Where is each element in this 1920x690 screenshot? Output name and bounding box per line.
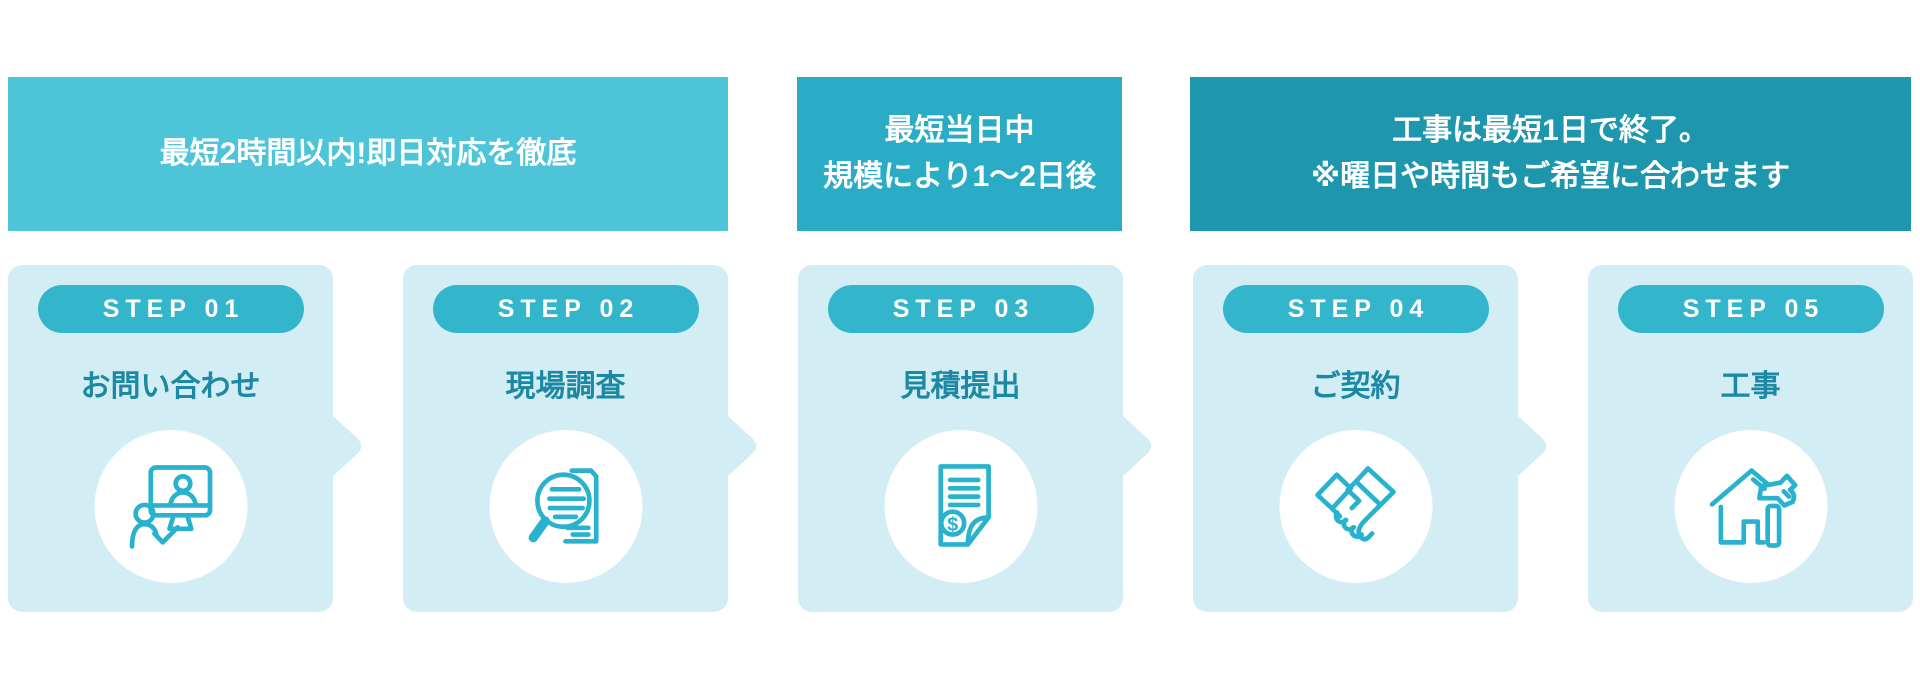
step-badge: STEP 04 bbox=[1222, 285, 1489, 333]
banner-step-3-note: 最短当日中 規模により1〜2日後 bbox=[797, 77, 1122, 231]
step-badge: STEP 03 bbox=[827, 285, 1094, 333]
step-card-1: STEP 01 お問い合わせ bbox=[8, 265, 362, 612]
arrow-right-icon bbox=[1122, 415, 1152, 477]
step-badge: STEP 02 bbox=[432, 285, 699, 333]
banner-text-line: 最短当日中 bbox=[884, 114, 1035, 147]
banner-text-line: 工事は最短1日で終了。 bbox=[1392, 114, 1709, 147]
banner-text-line: ※曜日や時間もご希望に合わせます bbox=[1310, 160, 1791, 193]
banner-steps-4-5-note: 工事は最短1日で終了。 ※曜日や時間もご希望に合わせます bbox=[1190, 77, 1911, 231]
step-badge: STEP 05 bbox=[1617, 285, 1884, 333]
arrow-right-icon bbox=[332, 415, 362, 477]
step-card-2: STEP 02 現場調査 bbox=[403, 265, 757, 612]
step-icon-circle bbox=[1674, 430, 1827, 583]
step-icon-circle: $ bbox=[884, 430, 1037, 583]
banner-text-line: 規模により1〜2日後 bbox=[823, 160, 1096, 193]
svg-text:$: $ bbox=[947, 513, 958, 535]
step-card-3: STEP 03 見積提出 $ bbox=[798, 265, 1152, 612]
estimate-document-icon: $ bbox=[938, 463, 991, 547]
step-title: お問い合わせ bbox=[80, 370, 261, 403]
step-badge-label: STEP 04 bbox=[1287, 294, 1430, 323]
step-icon-circle bbox=[489, 430, 642, 583]
site-survey-magnifier-icon bbox=[528, 467, 599, 544]
step-card-5: STEP 05 工事 bbox=[1588, 265, 1913, 612]
step-title: 見積提出 bbox=[900, 370, 1021, 403]
banner-text-line: 最短2時間以内!即日対応を徹底 bbox=[159, 137, 577, 170]
banner-steps-1-2-note: 最短2時間以内!即日対応を徹底 bbox=[8, 77, 728, 231]
step-badge-label: STEP 03 bbox=[892, 294, 1035, 323]
online-consultation-icon bbox=[129, 464, 213, 549]
step-badge-label: STEP 01 bbox=[102, 294, 245, 323]
handshake-icon bbox=[1315, 465, 1396, 541]
arrow-right-icon bbox=[727, 415, 757, 477]
arrow-right-icon bbox=[1517, 415, 1547, 477]
house-hammer-icon bbox=[1709, 467, 1798, 548]
step-icon-circle bbox=[94, 430, 247, 583]
step-title: 現場調査 bbox=[505, 370, 626, 403]
step-badge-label: STEP 02 bbox=[497, 294, 640, 323]
step-title: ご契約 bbox=[1310, 370, 1401, 403]
step-title: 工事 bbox=[1720, 370, 1781, 403]
step-icon-circle bbox=[1279, 430, 1432, 583]
step-badge-label: STEP 05 bbox=[1682, 294, 1825, 323]
step-card-4: STEP 04 ご契約 bbox=[1193, 265, 1547, 612]
step-badge: STEP 01 bbox=[37, 285, 304, 333]
